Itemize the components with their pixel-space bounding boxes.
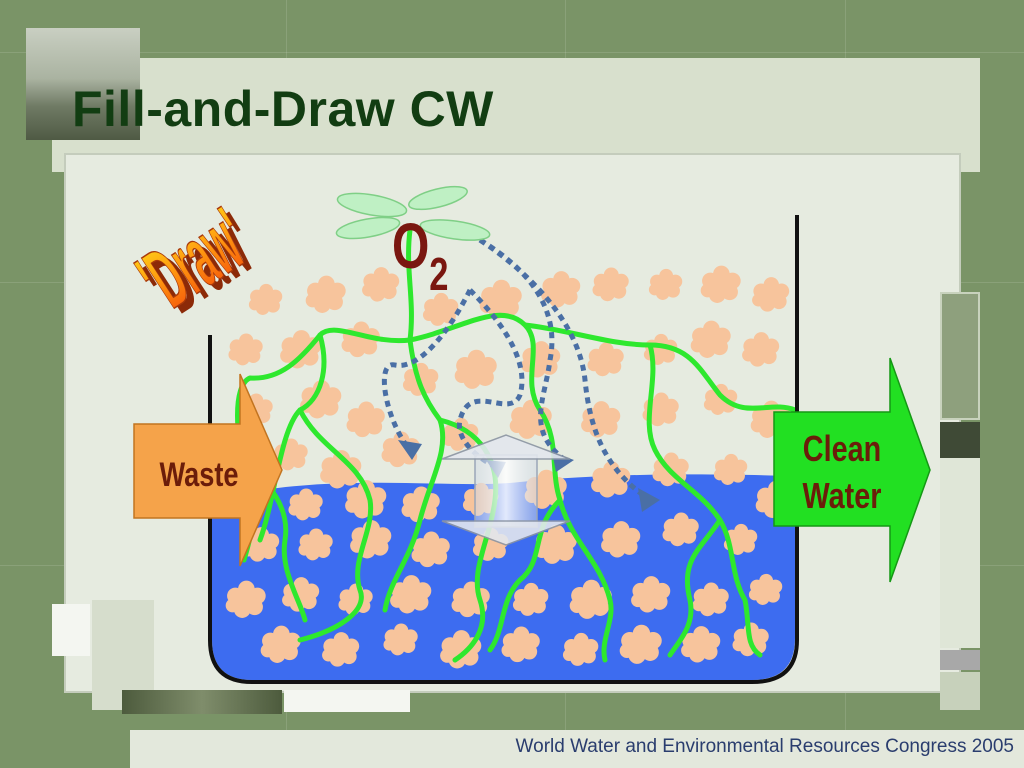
slide-title: Fill-and-Draw CW <box>72 81 494 137</box>
gravel-stone <box>700 265 741 303</box>
decorative-block <box>284 690 410 712</box>
strip-block <box>940 422 980 458</box>
decorative-photo <box>26 28 140 140</box>
gravel-stone <box>752 277 790 312</box>
footer-text: World Water and Environmental Resources … <box>515 736 1014 757</box>
gravel-stone <box>521 341 561 378</box>
gravel-stone <box>742 332 780 367</box>
gravel-stone <box>346 401 385 438</box>
strip-block <box>940 458 980 648</box>
gravel-stone <box>703 383 738 415</box>
draw-label: 'Draw' <box>122 190 266 331</box>
strip-block <box>940 292 980 420</box>
strip-block <box>940 672 980 710</box>
gravel-stone <box>587 342 624 377</box>
gravel-stone <box>280 330 322 369</box>
footer-band: World Water and Environmental Resources … <box>130 730 1024 768</box>
gravel-stone <box>648 268 683 300</box>
clean-water-label-line2: Water <box>803 475 882 516</box>
gravel-stone <box>592 267 629 302</box>
gravel-stone <box>690 320 731 358</box>
oxygen-symbol: O <box>392 210 429 281</box>
gravel-stone <box>581 401 621 438</box>
gravel-stone <box>713 453 748 485</box>
clean-water-outflow-arrow: Clean Water <box>773 357 931 583</box>
right-decorative-strip <box>940 292 980 712</box>
gravel-stone <box>305 275 346 313</box>
background-grid-line <box>0 52 1024 53</box>
gravel-stone <box>454 349 497 389</box>
strip-block <box>940 650 980 670</box>
oxygen-diffusion-paths <box>381 237 652 503</box>
fill-draw-pipe <box>441 434 571 546</box>
plant-leaves <box>335 185 491 241</box>
decorative-photo <box>122 690 282 714</box>
waste-inflow-arrow: Waste <box>133 373 283 567</box>
water-body <box>212 474 795 680</box>
clean-water-label-line1: Clean <box>803 428 881 469</box>
decorative-block <box>52 604 90 656</box>
gravel-stone <box>228 333 263 366</box>
tank-wall <box>208 215 799 684</box>
oxygen-label: O2 <box>392 210 449 300</box>
draw-wordart: 'Draw' 'Draw' <box>121 190 274 337</box>
up-arrowhead <box>441 434 571 460</box>
waste-label: Waste <box>159 455 238 494</box>
down-arrowhead <box>441 520 571 546</box>
oxygen-subscript: 2 <box>429 248 448 300</box>
